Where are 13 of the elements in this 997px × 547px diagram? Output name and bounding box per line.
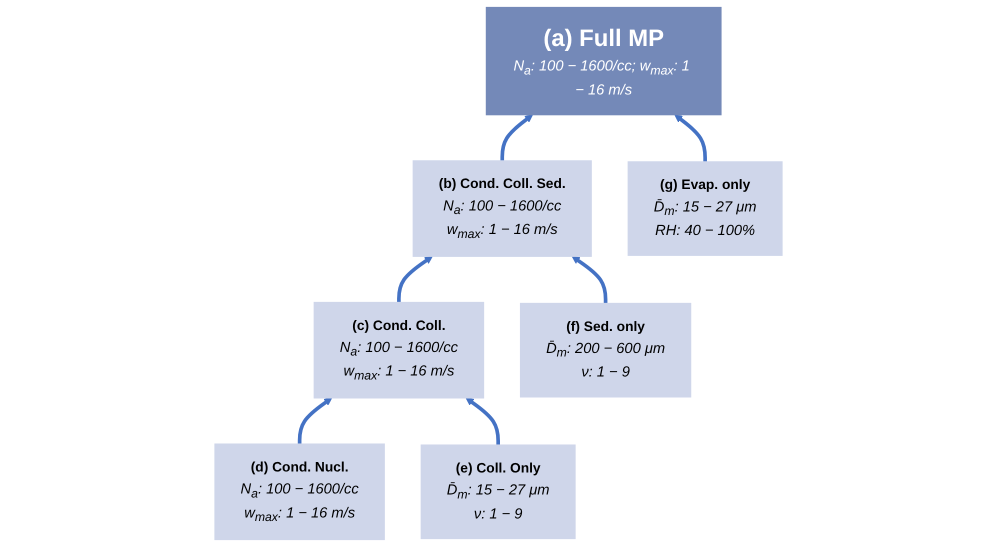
arrow	[500, 114, 533, 161]
node-box: (d) Cond. Nucl. N$_{a}$: 100 − 1600/cc w$_{max}$: 1 − 16 m/s	[214, 443, 385, 540]
node-box: (c) Cond. Coll. N$_{a}$: 100 − 1600/cc w$_{max}$: 1 − 16 m/s	[314, 302, 484, 399]
arrow	[572, 256, 608, 304]
arrow	[466, 398, 500, 445]
node-box: (b) Cond. Coll. Sed. N$_{a}$: 100 − 1600/cc w$_{max}$: 1 − 16 m/s	[412, 160, 592, 257]
arrow	[397, 256, 433, 302]
arrow	[298, 398, 332, 444]
node-box: (e) Coll. Only D̄$_{m}$: 15 − 27 μm ν: 1 − 9	[420, 444, 576, 540]
node-box: (f) Sed. only D̄$_{m}$: 200 − 600 μm ν: 1 − 9	[520, 302, 692, 398]
node-box: (g) Evap. only D̄$_{m}$: 15 − 27 μm RH: 40 − 100%	[628, 161, 783, 256]
arrow	[674, 114, 707, 162]
node-box: (a) Full MP N$_{a}$: 100 − 1600/cc; w$_{max}$: 1 − 16 m/s	[486, 6, 722, 116]
